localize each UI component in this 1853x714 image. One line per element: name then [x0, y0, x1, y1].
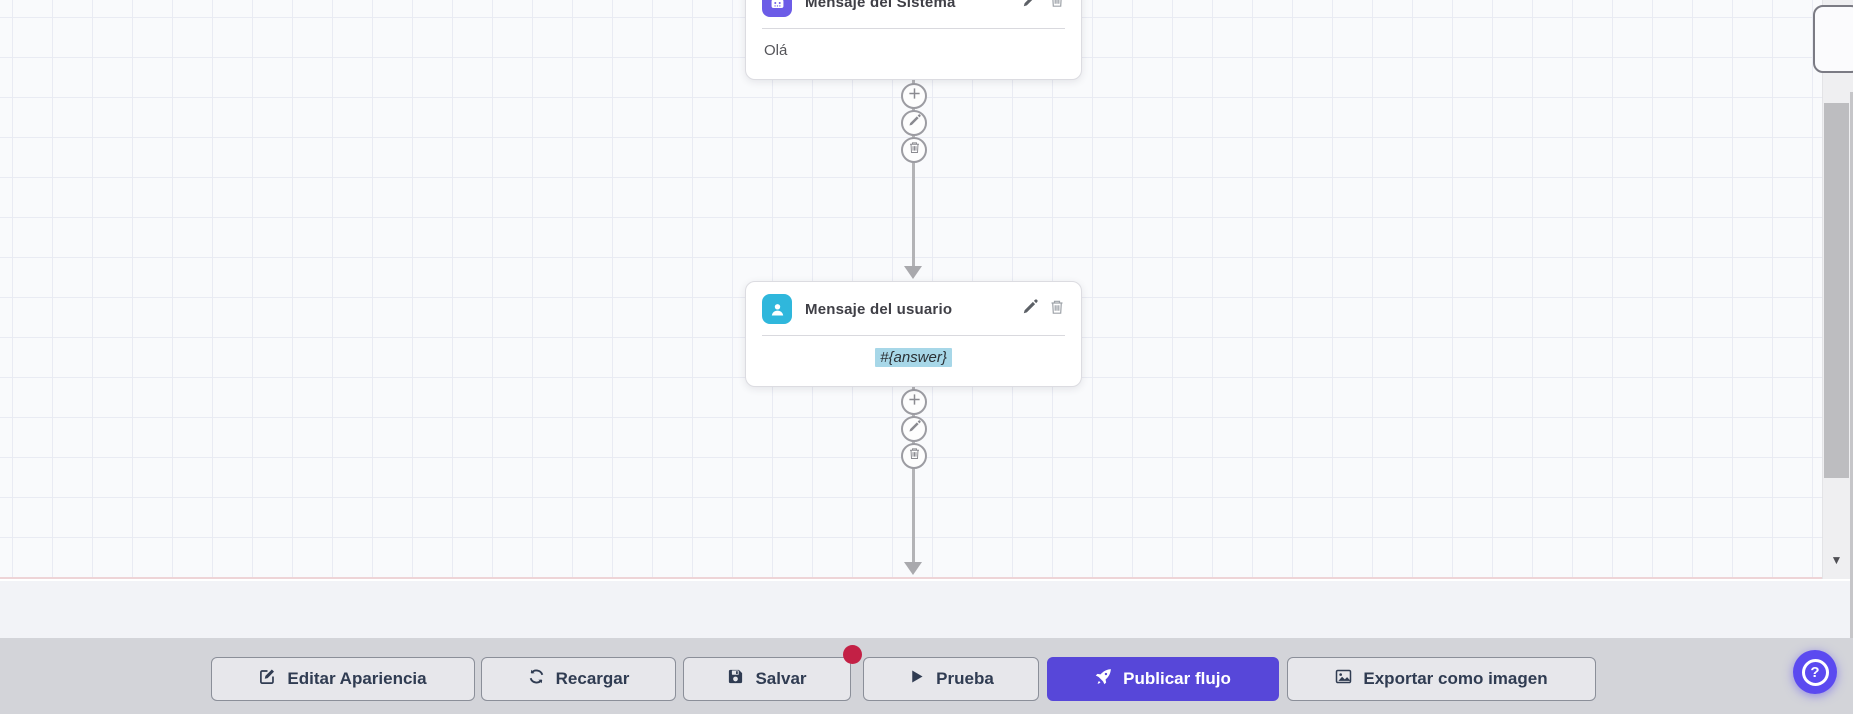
publish-flow-button[interactable]: Publicar flujo: [1047, 657, 1279, 701]
user-icon: [762, 294, 792, 324]
delete-node-icon[interactable]: [1049, 299, 1065, 320]
button-label: Recargar: [555, 669, 630, 688]
edit-appearance-icon: [259, 668, 276, 690]
edit-node-icon[interactable]: [1022, 0, 1038, 13]
button-label: Editar Apariencia: [287, 669, 427, 688]
button-label: Exportar como imagen: [1363, 669, 1548, 688]
rocket-icon: [1095, 668, 1112, 690]
plus-icon: [908, 87, 921, 105]
connector-add-button[interactable]: [901, 389, 927, 415]
variable-chip[interactable]: #{answer}: [875, 348, 952, 367]
scrollbar-thumb[interactable]: [1824, 103, 1849, 478]
edit-appearance-button[interactable]: Editar Apariencia: [211, 657, 475, 701]
corner-panel[interactable]: [1813, 5, 1853, 73]
connector-line: [912, 80, 915, 266]
scroll-down-button[interactable]: ▼: [1830, 553, 1843, 567]
node-card-user-message[interactable]: Mensaje del usuario #{answer}: [745, 281, 1082, 387]
node-divider: [762, 335, 1065, 336]
node-card-system-message[interactable]: Mensaje del Sistema Olá: [745, 0, 1082, 80]
help-button[interactable]: ?: [1793, 650, 1837, 694]
pencil-icon: [908, 114, 921, 132]
edit-node-icon[interactable]: [1022, 298, 1038, 320]
pencil-icon: [908, 420, 921, 438]
test-button[interactable]: Prueba: [863, 657, 1039, 701]
node-header: Mensaje del Sistema: [762, 0, 1065, 17]
connector-line: [912, 387, 915, 563]
play-icon: [908, 668, 925, 690]
button-label: Publicar flujo: [1123, 669, 1231, 688]
plus-icon: [908, 393, 921, 411]
trash-icon: [908, 447, 921, 465]
connector-add-button[interactable]: [901, 83, 927, 109]
unsaved-changes-badge: [843, 645, 862, 664]
reload-button[interactable]: Recargar: [481, 657, 676, 701]
refresh-icon: [528, 668, 545, 690]
save-icon: [727, 668, 744, 690]
connector-delete-button[interactable]: [901, 443, 927, 469]
export-image-button[interactable]: Exportar como imagen: [1287, 657, 1596, 701]
robot-icon: [762, 0, 792, 17]
save-button[interactable]: Salvar: [683, 657, 851, 701]
node-content: Olá: [764, 42, 788, 59]
question-mark-icon: ?: [1801, 658, 1829, 686]
trash-icon: [908, 141, 921, 159]
node-title: Mensaje del usuario: [805, 300, 953, 318]
node-header: Mensaje del usuario: [762, 294, 1065, 324]
connector-delete-button[interactable]: [901, 137, 927, 163]
connector-arrowhead: [904, 266, 922, 279]
node-divider: [762, 28, 1065, 29]
button-label: Salvar: [755, 669, 807, 688]
image-icon: [1335, 668, 1352, 690]
delete-node-icon[interactable]: [1049, 0, 1065, 13]
canvas-footer-band: [0, 581, 1853, 638]
connector-edit-button[interactable]: [901, 110, 927, 136]
node-title: Mensaje del Sistema: [805, 0, 956, 11]
button-label: Prueba: [936, 669, 994, 688]
window-edge-strip: [1850, 92, 1853, 638]
connector-arrowhead: [904, 562, 922, 575]
connector-edit-button[interactable]: [901, 416, 927, 442]
